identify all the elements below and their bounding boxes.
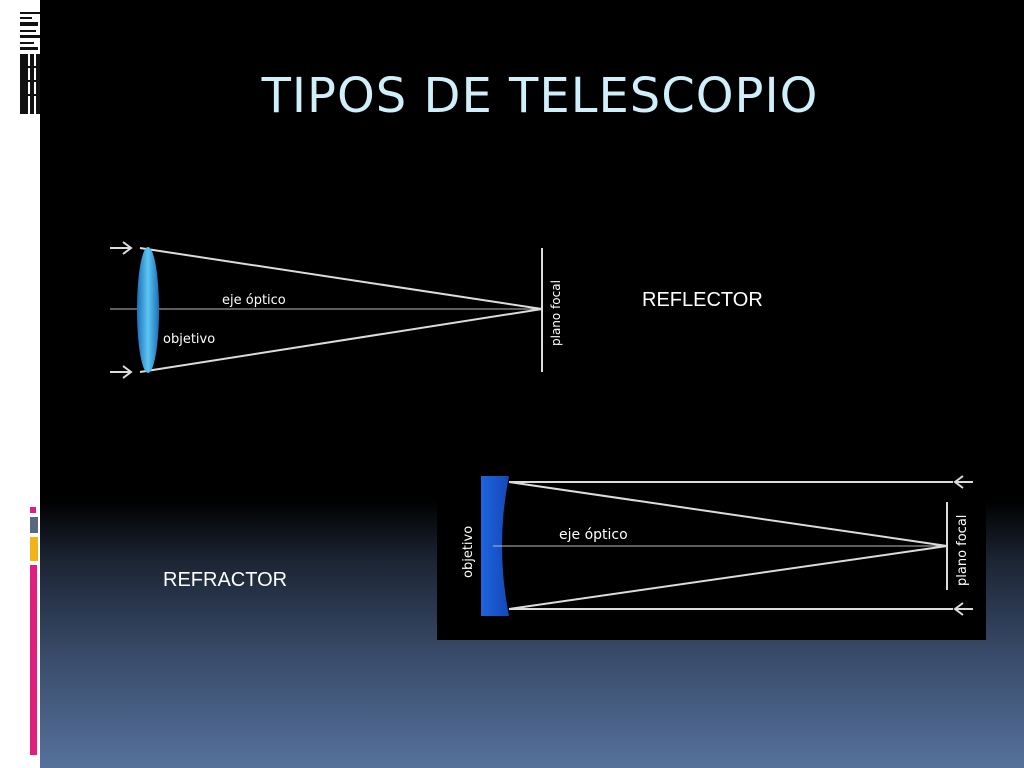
axis-label: eje óptico: [222, 293, 286, 308]
objective-lens: [137, 247, 159, 373]
objective-label: objetivo: [163, 332, 215, 347]
accent-bar-pink-top: [30, 507, 36, 513]
focal-plane-label: plano focal: [955, 515, 970, 586]
incoming-ray-top-arrow-icon: [110, 241, 133, 255]
incoming-arrow-top-icon: [953, 475, 973, 489]
focal-plane-label: plano focal: [549, 280, 563, 346]
incoming-ray-bottom-arrow-icon: [110, 365, 133, 379]
slide-title: TIPOS DE TELESCOPIO: [261, 68, 819, 124]
accent-bar-gray: [30, 517, 38, 533]
converging-ray-top: [139, 247, 543, 310]
window-grid-icon: [20, 12, 40, 114]
reflected-ray-top: [508, 481, 948, 547]
refractor-caption: REFRACTOR: [163, 569, 288, 591]
reflector-caption: REFLECTOR: [642, 289, 763, 311]
lens-telescope-diagram: eje óptico objetivo plano focal: [110, 241, 563, 379]
mirror-telescope-diagram: eje óptico objetivo plano focal: [437, 466, 986, 640]
accent-bar-yellow: [30, 537, 38, 561]
left-margin-strip: [0, 0, 40, 768]
converging-ray-bottom: [139, 308, 543, 373]
reflected-ray-bottom: [508, 545, 948, 610]
axis-label: eje óptico: [559, 527, 628, 543]
objective-label: objetivo: [461, 526, 476, 578]
incoming-arrow-bottom-icon: [953, 602, 973, 616]
accent-bar-pink: [30, 565, 37, 755]
